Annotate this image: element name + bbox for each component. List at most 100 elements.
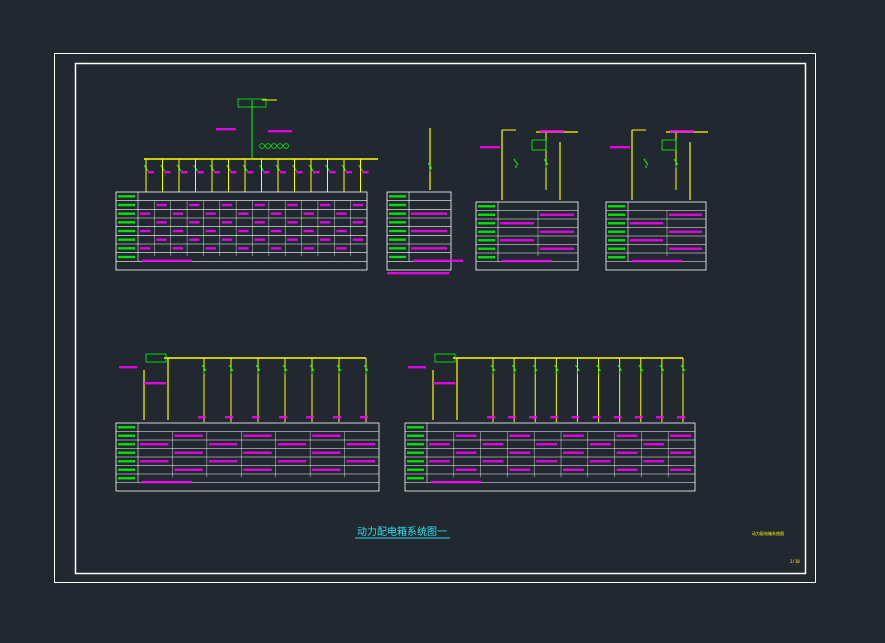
cell-value-text: [243, 468, 272, 471]
feeder-label: [230, 171, 237, 174]
feeder-label: [362, 171, 369, 174]
cell-value-text: [319, 221, 331, 224]
cell-value-text: [589, 443, 611, 446]
row-header-text: [118, 238, 135, 241]
cell-value-text: [336, 229, 347, 233]
breaker-blade: [427, 162, 433, 170]
feeder-label: [148, 171, 154, 174]
feeder-label: [225, 416, 233, 419]
cell-value-text: [563, 451, 584, 454]
cell-value-text: [670, 451, 691, 454]
breaker-symbol: [659, 364, 665, 374]
breaker-symbol: [532, 364, 538, 374]
row-header-text: [407, 426, 424, 429]
current-transformer: [277, 143, 283, 149]
row-header-text: [407, 451, 424, 454]
row-header-text: [389, 195, 406, 198]
panel-d: [605, 129, 708, 271]
table-note-text: [142, 259, 192, 262]
meter-label: [268, 130, 292, 133]
feeder-label: [508, 416, 517, 419]
cell-value-text: [669, 213, 702, 216]
cell-value-text: [346, 460, 375, 463]
cell-value-text: [221, 221, 233, 224]
cell-value-text: [270, 229, 282, 233]
circuit-table: [386, 191, 463, 271]
feeder-label: [296, 171, 303, 174]
cell-value-text: [616, 434, 638, 437]
cell-value-text: [174, 434, 203, 437]
cell-value-text: [208, 460, 238, 463]
circuit-label: [540, 130, 564, 133]
cell-value-text: [140, 212, 151, 215]
panel-c: [475, 129, 579, 271]
cell-value-text: [429, 443, 450, 446]
table-note-text: [142, 480, 192, 484]
circuit-table: [115, 191, 368, 271]
row-header-text: [608, 239, 625, 242]
row-header-text: [118, 212, 135, 215]
cell-value-text: [669, 247, 702, 250]
cell-value-text: [174, 451, 203, 454]
incoming-label: [408, 366, 426, 369]
cell-value-text: [429, 460, 450, 463]
circuit-table: [404, 422, 696, 492]
cell-value-text: [254, 203, 265, 207]
row-header-text: [478, 205, 495, 208]
breaker-blade: [673, 158, 679, 166]
row-header-text: [118, 255, 135, 259]
breaker-blade: [680, 364, 686, 372]
breaker-blade: [201, 364, 207, 372]
cell-value-text: [509, 468, 531, 471]
circuit-label: [610, 146, 630, 149]
row-header-text: [118, 434, 135, 437]
outer-frame: [54, 53, 816, 583]
main-switch-box: [145, 353, 167, 363]
breaker-symbol: [255, 364, 261, 374]
table-note-text: [413, 259, 463, 262]
row-header-text: [389, 203, 406, 207]
row-header-text: [407, 477, 424, 480]
switch-box: [531, 139, 547, 151]
breaker-symbol: [680, 364, 686, 374]
cell-value-text: [189, 221, 200, 224]
incoming-label: [119, 366, 137, 369]
row-header-text: [478, 256, 495, 259]
cell-value-text: [319, 203, 331, 207]
cell-value-text: [287, 203, 298, 207]
cell-value-text: [205, 212, 216, 215]
row-header-text: [478, 213, 495, 216]
distribution-panels: [115, 98, 708, 492]
cell-value-text: [670, 434, 691, 437]
row-header-text: [118, 247, 135, 250]
cell-value-text: [670, 468, 691, 471]
breaker-blade: [553, 364, 559, 372]
cell-value-text: [312, 468, 341, 471]
cell-value-text: [208, 443, 238, 446]
cell-value-text: [205, 247, 216, 250]
row-header-text: [407, 443, 424, 446]
breaker-symbol: [643, 158, 649, 168]
feeder-label: [333, 416, 341, 419]
current-transformer: [271, 143, 277, 149]
feeder-label: [487, 416, 495, 419]
feeder-label: [313, 171, 319, 174]
page-number: 2/10: [790, 559, 800, 564]
breaker-symbol: [511, 364, 517, 374]
feeder-label: [613, 416, 622, 419]
current-transformer: [265, 143, 271, 149]
breaker-symbol: [638, 364, 644, 374]
cell-value-text: [336, 247, 347, 250]
cell-value-text: [303, 247, 314, 250]
cell-value-text: [140, 460, 169, 463]
cell-value-text: [589, 460, 611, 463]
meter-label: [144, 382, 166, 385]
cell-value-text: [352, 238, 363, 241]
table-note-text: [632, 259, 682, 263]
meter-label: [433, 382, 455, 385]
cell-value-text: [536, 443, 557, 446]
feeder-label: [263, 171, 270, 174]
cell-value-text: [616, 468, 638, 471]
cell-value-text: [238, 229, 249, 233]
